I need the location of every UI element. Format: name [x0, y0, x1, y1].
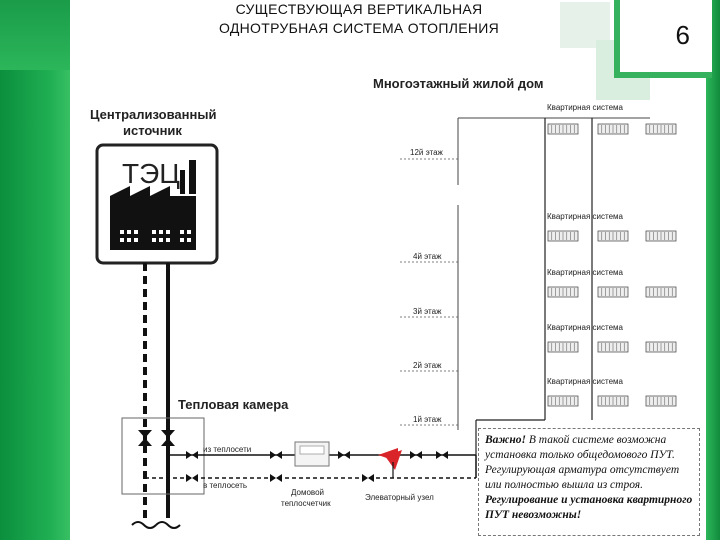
heat-chamber-box [121, 417, 205, 495]
important-note: Важно! В такой системе возможна установк… [478, 428, 700, 536]
elevator-icon [385, 450, 402, 470]
radiator-icon [547, 395, 579, 407]
radiator-icon [597, 230, 629, 242]
floor-label: 4й этаж [413, 252, 442, 261]
radiator-icon [645, 341, 677, 353]
title-line: СУЩЕСТВУЮЩАЯ ВЕРТИКАЛЬНАЯ [235, 1, 483, 17]
left-green-bar [0, 0, 70, 540]
elevator-label: Элеваторный узел [365, 493, 434, 502]
meter-label: Домовой [291, 488, 324, 497]
chamber-label: Тепловая камера [178, 397, 289, 412]
right-green-bar [706, 0, 720, 540]
radiator-icon [645, 395, 677, 407]
apartment-system-label: Квартирная система [547, 268, 624, 277]
source-label: источник [123, 123, 182, 138]
meter-label: теплосчетчик [281, 499, 331, 508]
apartment-system-label: Квартирная система [547, 103, 624, 112]
floor-label: 3й этаж [413, 307, 442, 316]
floor-label: 12й этаж [410, 148, 444, 157]
supply-label: из теплосети [203, 445, 251, 454]
apartment-system-label: Квартирная система [547, 323, 624, 332]
radiator-icon [645, 230, 677, 242]
page-number: 6 [675, 20, 690, 50]
note-text: В такой системе возможна установка тольк… [485, 434, 680, 491]
floor-lines [400, 158, 458, 426]
floor-label: 1й этаж [413, 415, 442, 424]
radiator-icon [547, 341, 579, 353]
ground-break-mark [131, 521, 157, 529]
radiator-icons [547, 123, 677, 407]
radiator-icon [645, 286, 677, 298]
factory-icon [110, 160, 196, 250]
chamber-valve-icon [138, 430, 175, 446]
slide-title: СУЩЕСТВУЮЩАЯ ВЕРТИКАЛЬНАЯ ОДНОТРУБНАЯ СИ… [178, 0, 540, 50]
title-line: ОДНОТРУБНАЯ СИСТЕМА ОТОПЛЕНИЯ [218, 20, 500, 36]
radiator-icon [597, 286, 629, 298]
source-label: Централизованный [90, 107, 216, 122]
radiator-icon [597, 341, 629, 353]
note-conclusion: Регулирование и установка квартирного ПУ… [485, 494, 693, 521]
ground-break-mark [155, 521, 181, 529]
meter-display [299, 445, 325, 455]
radiator-icon [547, 230, 579, 242]
radiator-icon [547, 286, 579, 298]
note-important: Важно! [485, 434, 526, 446]
page-number-box: 6 [614, 0, 712, 78]
radiator-icon [597, 395, 629, 407]
floor-label: 2й этаж [413, 361, 442, 370]
return-label: в теплосеть [203, 481, 247, 490]
radiator-icon [597, 123, 629, 135]
radiator-icon [547, 123, 579, 135]
radiator-icon [645, 123, 677, 135]
plant-label: ТЭЦ [122, 158, 180, 189]
building-title: Многоэтажный жилой дом [373, 76, 544, 91]
apartment-system-label: Квартирная система [547, 377, 624, 386]
apartment-system-label: Квартирная система [547, 212, 624, 221]
line-valve-icon [186, 451, 448, 482]
